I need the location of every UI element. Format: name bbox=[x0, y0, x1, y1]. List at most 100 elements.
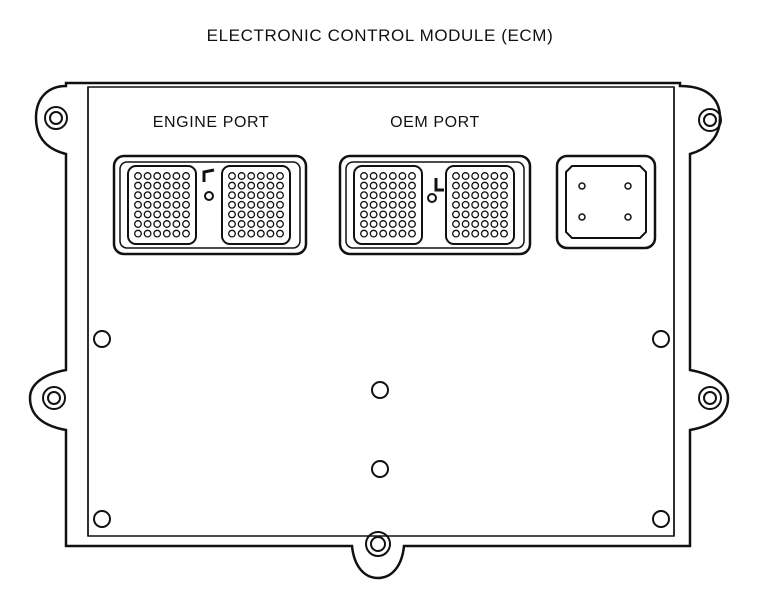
connector-pin bbox=[500, 191, 508, 200]
connector-pin bbox=[143, 220, 152, 228]
connector-pin bbox=[153, 220, 162, 228]
connector-pin bbox=[388, 181, 397, 190]
connector-pin bbox=[276, 220, 284, 228]
connector-pin bbox=[266, 200, 275, 209]
connector-pin bbox=[388, 200, 397, 209]
oem-port-connector bbox=[338, 154, 532, 256]
connector-pin bbox=[228, 229, 236, 238]
connector-pin bbox=[471, 172, 480, 180]
connector-pin bbox=[369, 210, 378, 219]
connector-pin bbox=[172, 210, 181, 219]
connector-pin bbox=[360, 172, 368, 180]
connector-pin bbox=[360, 191, 368, 200]
connector-pin bbox=[398, 191, 407, 200]
connector-pin bbox=[153, 191, 162, 200]
connector-pin bbox=[360, 200, 368, 209]
connector-pin bbox=[490, 181, 499, 190]
connector-pin bbox=[408, 172, 416, 180]
connector-pin bbox=[369, 172, 378, 180]
connector-pin bbox=[143, 210, 152, 219]
connector-pin bbox=[134, 191, 142, 200]
connector-pin bbox=[247, 200, 256, 209]
connector-pin bbox=[228, 181, 236, 190]
engine-port-connector bbox=[112, 154, 308, 256]
connector-pin bbox=[379, 229, 388, 238]
connector-pin bbox=[461, 220, 470, 228]
connector-pin bbox=[134, 210, 142, 219]
connector-pin bbox=[182, 181, 190, 190]
connector-pin bbox=[276, 210, 284, 219]
connector-pin bbox=[256, 191, 265, 200]
four-pin-connector bbox=[555, 154, 657, 250]
connector-pin bbox=[379, 220, 388, 228]
connector-pin bbox=[143, 191, 152, 200]
connector-pin bbox=[480, 172, 489, 180]
connector-pin bbox=[500, 229, 508, 238]
connector-pin bbox=[490, 229, 499, 238]
connector-pin bbox=[369, 200, 378, 209]
connector-pin bbox=[408, 229, 416, 238]
connector-pin bbox=[408, 181, 416, 190]
panel-screw bbox=[652, 510, 670, 528]
connector-pin bbox=[153, 210, 162, 219]
connector-pin bbox=[379, 172, 388, 180]
connector-pin bbox=[490, 191, 499, 200]
connector-pin bbox=[266, 191, 275, 200]
connector-pin bbox=[461, 210, 470, 219]
connector-pin bbox=[162, 172, 171, 180]
connector-pin bbox=[388, 191, 397, 200]
connector-pin bbox=[266, 181, 275, 190]
connector-pin bbox=[247, 181, 256, 190]
connector-pin bbox=[266, 220, 275, 228]
engine-port-label: ENGINE PORT bbox=[153, 114, 270, 131]
connector-pin bbox=[360, 181, 368, 190]
diagram-title: ELECTRONIC CONTROL MODULE (ECM) bbox=[207, 26, 554, 45]
connector-pin bbox=[461, 200, 470, 209]
connector-pin bbox=[461, 191, 470, 200]
connector-pin bbox=[153, 181, 162, 190]
connector-pin bbox=[388, 210, 397, 219]
connector-pin bbox=[247, 220, 256, 228]
connector-pin bbox=[276, 200, 284, 209]
connector-pin bbox=[408, 200, 416, 209]
connector-pin bbox=[408, 191, 416, 200]
connector-pin bbox=[143, 229, 152, 238]
connector-pin bbox=[143, 181, 152, 190]
oem-port-label: OEM PORT bbox=[390, 114, 480, 131]
connector-pin bbox=[182, 210, 190, 219]
connector-pin bbox=[134, 200, 142, 209]
connector-pin bbox=[471, 210, 480, 219]
connector-pin bbox=[500, 220, 508, 228]
connector-pin bbox=[480, 191, 489, 200]
connector-pin bbox=[162, 181, 171, 190]
connector-pin bbox=[237, 229, 246, 238]
connector-pin bbox=[379, 191, 388, 200]
connector-pin bbox=[480, 210, 489, 219]
panel-screw bbox=[93, 510, 111, 528]
connector-pin bbox=[388, 172, 397, 180]
ecm-panel-frame bbox=[87, 86, 675, 537]
connector-pin bbox=[237, 181, 246, 190]
connector-pin bbox=[398, 200, 407, 209]
connector-pin bbox=[228, 172, 236, 180]
connector-pin bbox=[162, 200, 171, 209]
connector-pin bbox=[398, 181, 407, 190]
panel-screw bbox=[93, 330, 111, 348]
connector-pin bbox=[388, 220, 397, 228]
connector-pin bbox=[452, 220, 460, 228]
connector-pin bbox=[162, 210, 171, 219]
connector-pin bbox=[408, 210, 416, 219]
mount-hole-top-left bbox=[44, 106, 68, 130]
connector-pin bbox=[237, 200, 246, 209]
connector-pin bbox=[276, 229, 284, 238]
connector-pin bbox=[182, 191, 190, 200]
connector-pin bbox=[256, 200, 265, 209]
connector-pin bbox=[134, 181, 142, 190]
engine-pin-grid-left bbox=[134, 172, 190, 238]
connector-pin bbox=[153, 172, 162, 180]
connector-pin bbox=[172, 191, 181, 200]
connector-pin bbox=[471, 229, 480, 238]
connector-pin bbox=[143, 200, 152, 209]
